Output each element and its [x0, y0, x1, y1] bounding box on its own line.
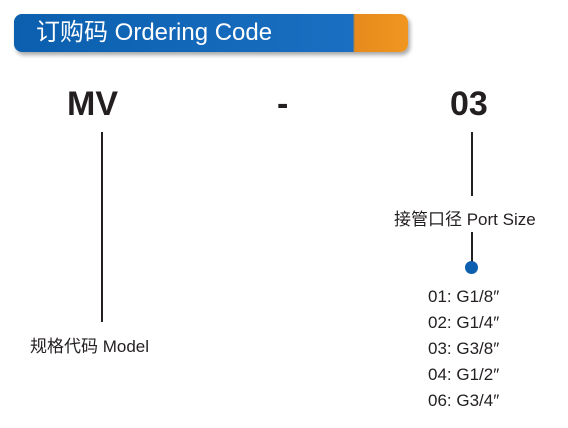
port-size-option: 03: G3/8″ — [428, 339, 500, 358]
code-segment-port-size: 03 — [450, 85, 488, 123]
code-segment-separator: - — [277, 85, 289, 123]
ordering-code-header: 订购码 Ordering Code — [14, 14, 408, 52]
port-size-label: 接管口径 Port Size — [394, 210, 536, 229]
port-size-leader-line — [471, 132, 473, 196]
port-size-option: 02: G1/4″ — [428, 313, 500, 332]
port-size-option: 04: G1/2″ — [428, 365, 500, 384]
port-size-options-leader-line — [471, 232, 473, 262]
model-leader-line — [101, 132, 103, 322]
port-size-option: 06: G3/4″ — [428, 391, 500, 410]
header-title: 订购码 Ordering Code — [36, 19, 273, 46]
port-size-dot-marker — [465, 261, 478, 274]
port-size-option: 01: G1/8″ — [428, 287, 500, 306]
port-size-options-list: 01: G1/8″ 02: G1/4″ 03: G3/8″ 04: G1/2″ … — [428, 284, 499, 414]
model-label: 规格代码 Model — [30, 337, 150, 356]
code-segment-model: MV — [67, 85, 118, 123]
